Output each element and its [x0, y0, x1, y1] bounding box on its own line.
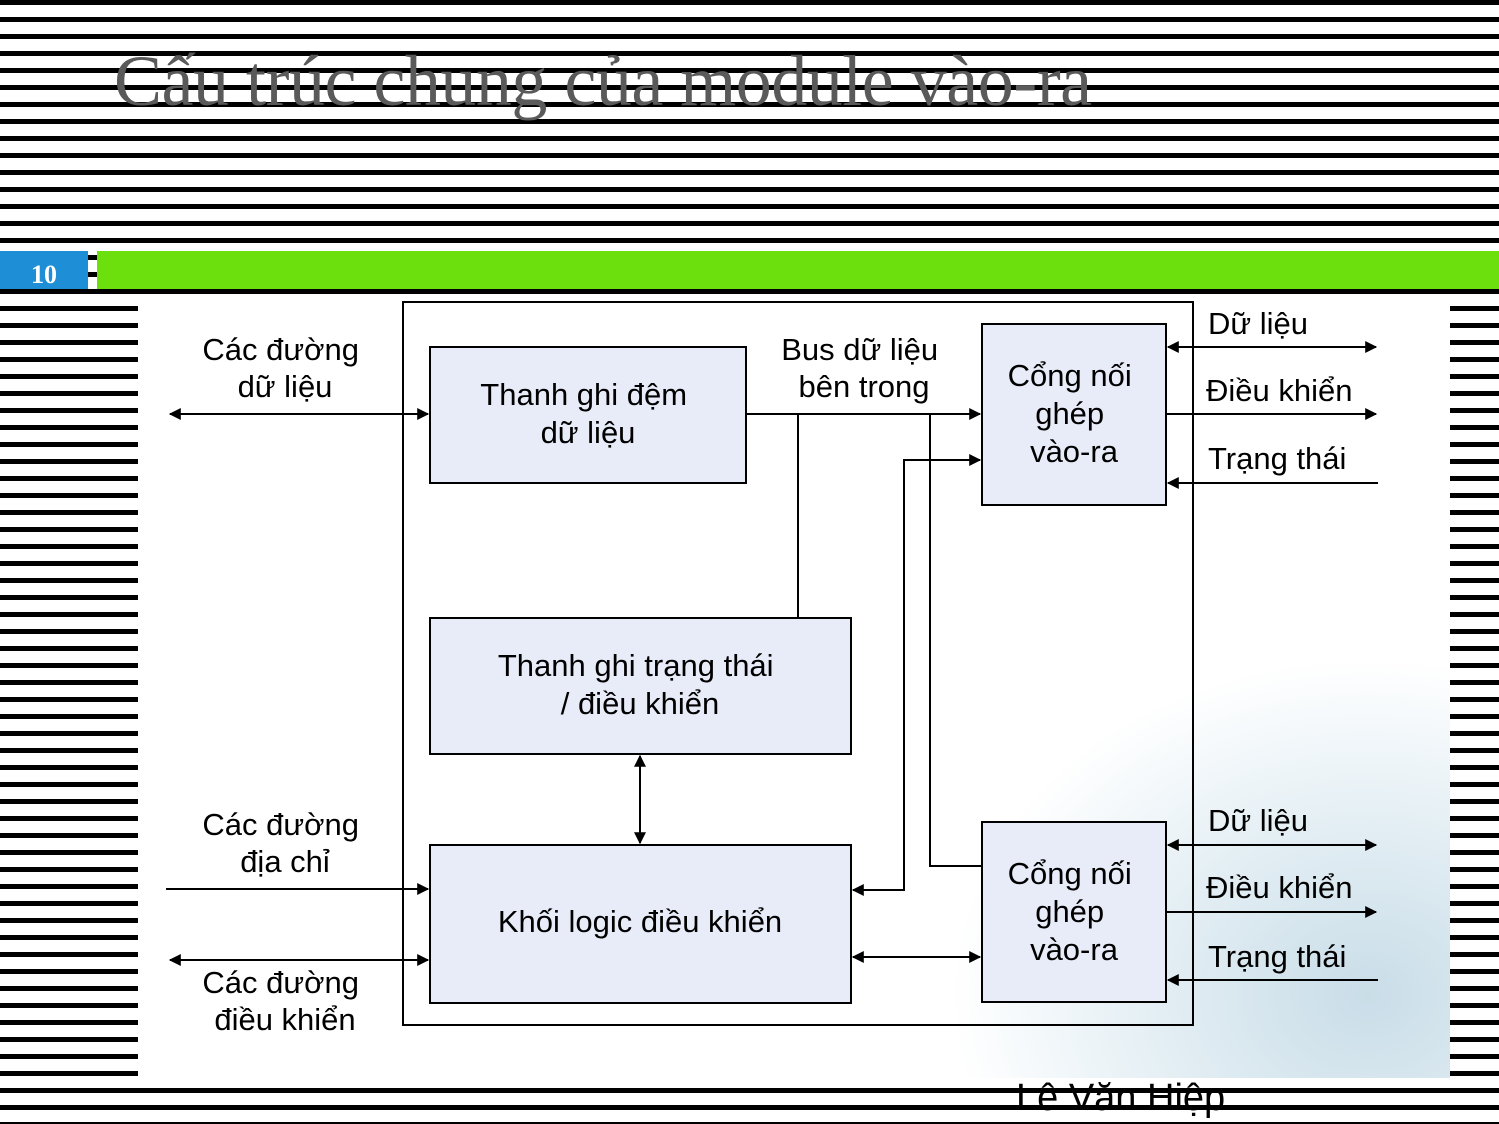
control-lines-label-1: Các đường	[202, 965, 359, 1000]
port-top-label-1: Cổng nối	[1008, 358, 1132, 393]
buffer-register-label-2: dữ liệu	[541, 415, 636, 450]
slide-number-badge: 10	[0, 248, 88, 289]
address-lines-label-2: địa chỉ	[240, 844, 330, 879]
status-register-label-1: Thanh ghi trạng thái	[498, 648, 774, 683]
diagram-panel: Thanh ghi đệm dữ liệu Thanh ghi trạng th…	[138, 295, 1450, 1078]
control-logic-label: Khối logic điều khiển	[498, 904, 782, 939]
svg-text:Thanh ghi trạng thái /: Thanh ghi trạng thái / điều khiển	[498, 648, 782, 721]
data-lines-label-1: Các đường	[202, 332, 359, 367]
buffer-register-label-1: Thanh ghi đệm	[480, 377, 687, 412]
svg-text:Cổng nối ghép: Cổng nối ghép vào-ra	[1008, 856, 1141, 967]
io-module-diagram: Thanh ghi đệm dữ liệu Thanh ghi trạng th…	[166, 301, 1378, 1037]
control-logic-block	[429, 844, 852, 1004]
port-bottom-label-2: ghép	[1035, 894, 1104, 929]
io-port-top-block	[981, 323, 1167, 506]
author-name: Lê Văn Hiệp	[1016, 1077, 1226, 1119]
control-lines-label-2: điều khiển	[214, 1002, 355, 1037]
top-data-label: Dữ liệu	[1208, 306, 1308, 341]
buffer-register-block	[429, 346, 747, 484]
top-status-label: Trạng thái	[1208, 441, 1346, 476]
accent-bar	[97, 248, 1499, 289]
internal-bus-label-1: Bus dữ liệu	[781, 332, 938, 367]
io-port-bottom-block	[981, 821, 1167, 1003]
bus-to-bottom-port	[929, 414, 982, 867]
data-lines-label-2: dữ liệu	[238, 369, 333, 404]
svg-text:Khối logic điều khiển: Khối logic điều khiển	[498, 904, 782, 939]
svg-text:Các đường điều khiển: Các đường điều khiển	[202, 965, 367, 1037]
slide-title: Cấu trúc chung của module vào-ra	[114, 41, 1092, 121]
port-top-label-2: ghép	[1035, 396, 1104, 431]
port-top-label-3: vào-ra	[1030, 434, 1119, 469]
bottom-control-label: Điều khiển	[1206, 870, 1352, 905]
port-bottom-label-1: Cổng nối	[1008, 856, 1132, 891]
status-register-block	[429, 617, 852, 755]
bottom-status-label: Trạng thái	[1208, 939, 1346, 974]
port-bottom-label-3: vào-ra	[1030, 932, 1119, 967]
svg-text:Các đường địa chỉ: Các đường địa chỉ	[202, 807, 367, 879]
svg-text:Các đường dữ liệu: Các đường dữ liệu	[202, 332, 367, 404]
logic-to-top-port	[851, 454, 982, 896]
internal-bus-label-2: bên trong	[799, 369, 930, 404]
bottom-data-label: Dữ liệu	[1208, 803, 1308, 838]
svg-text:Cổng nối ghép: Cổng nối ghép vào-ra	[1008, 358, 1141, 469]
svg-text:Bus dữ liệu bên trong: Bus dữ liệu bên trong	[781, 332, 947, 404]
top-control-label: Điều khiển	[1206, 373, 1352, 408]
module-frame	[402, 301, 1194, 1026]
status-register-label-2: / điều khiển	[561, 686, 720, 721]
svg-text:Thanh ghi đệm dữ liệu: Thanh ghi đệm dữ liệu	[480, 377, 695, 450]
address-lines-label-1: Các đường	[202, 807, 359, 842]
slide-number: 10	[31, 260, 57, 289]
